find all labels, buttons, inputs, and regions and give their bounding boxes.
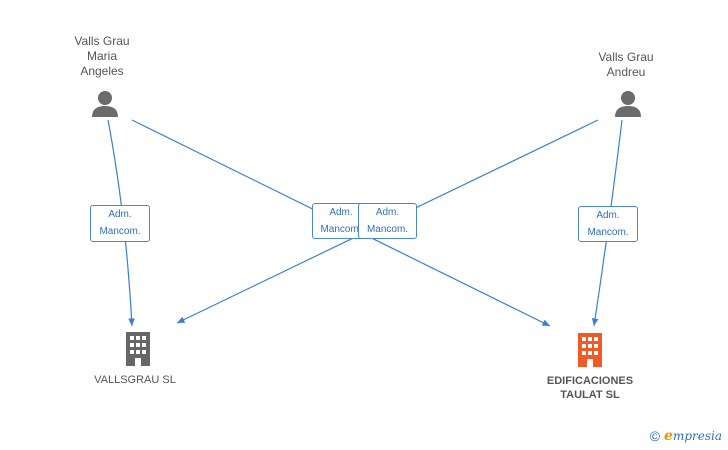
company-label: VALLSGRAU SL xyxy=(94,374,176,386)
copyright-icon: © xyxy=(649,428,661,444)
person-label: Valls Grau Maria Angeles xyxy=(74,34,130,78)
empresia-logo[interactable]: empresia xyxy=(664,428,722,444)
edge-label[interactable]: Adm. Mancom. xyxy=(90,205,150,242)
edge-label[interactable]: Adm. Mancom. xyxy=(358,203,417,239)
building-icon xyxy=(126,332,150,366)
building-icon xyxy=(578,333,602,367)
person-icon xyxy=(615,91,641,117)
edge-label[interactable]: Adm. Mancom. xyxy=(578,206,638,242)
copyright-mark: © empresia xyxy=(650,428,722,444)
person-icon xyxy=(92,91,118,117)
company-label: EDIFICACIONES TAULAT SL xyxy=(546,375,634,401)
person-label: Valls Grau Andreu xyxy=(598,50,654,79)
